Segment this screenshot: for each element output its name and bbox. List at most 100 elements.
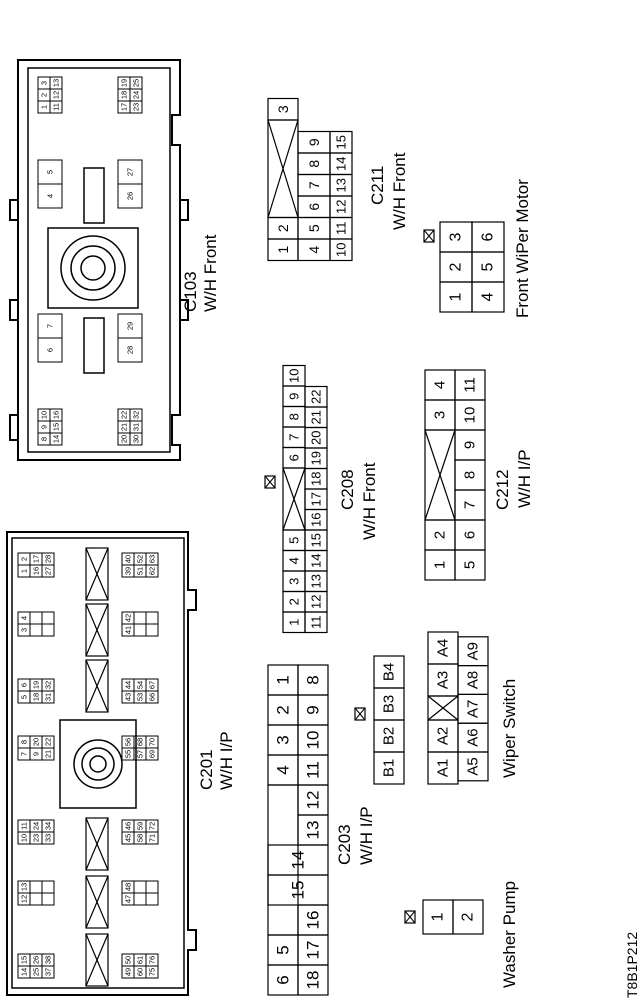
pin-label: 31 (132, 423, 141, 431)
cavity (29, 611, 43, 625)
cavity (49, 76, 63, 90)
cavity (29, 892, 43, 906)
pin-label: 71 (148, 834, 157, 842)
pin-label: 10 (304, 731, 323, 750)
locking-tab (404, 910, 416, 924)
blank-cavity (85, 933, 109, 987)
cavity (145, 880, 159, 894)
pin-label: A3 (435, 671, 452, 689)
pin-label: 15 (334, 135, 349, 149)
c201-location: W/H I/P (217, 731, 236, 790)
pin-label: 24 (32, 822, 41, 830)
pin-label: 11 (309, 616, 324, 630)
pin-label: 9 (306, 138, 322, 146)
pin-label: 50 (124, 956, 133, 964)
cavity (129, 408, 143, 422)
pin-label: 51 (136, 567, 145, 575)
pin-label: 39 (124, 567, 133, 575)
cavity (41, 735, 55, 749)
cavity (452, 899, 484, 935)
c201-housing (6, 531, 197, 996)
cavity (145, 735, 159, 749)
cavity (133, 892, 147, 906)
pin-label: 4 (20, 616, 29, 620)
pin-label: 8 (40, 437, 49, 441)
c212-code: C212 (493, 469, 512, 510)
cavity (29, 880, 43, 894)
blank-cavity (85, 603, 109, 657)
cavity (41, 552, 55, 566)
blank-mark (282, 467, 306, 531)
pin-label: 72 (148, 822, 157, 830)
pin-label: 28 (44, 555, 53, 563)
pin-label: 63 (148, 555, 157, 563)
pin-label: 75 (148, 968, 157, 976)
pin-label: 6 (306, 203, 322, 211)
cavity (145, 552, 159, 566)
pin-label: 18 (309, 472, 324, 486)
pin-label: 76 (148, 956, 157, 964)
pin-label: 31 (44, 693, 53, 701)
pin-label: 49 (124, 968, 133, 976)
pin-label: 56 (124, 738, 133, 746)
pin-label: 4 (287, 557, 302, 564)
pin-label: 2 (432, 531, 449, 539)
pin-label: 11 (462, 377, 479, 393)
cavity (133, 623, 147, 637)
pin-label: 9 (32, 752, 41, 756)
cavity (297, 964, 329, 996)
pin-label: 70 (148, 738, 157, 746)
pin-label: 3 (432, 411, 449, 419)
pin-label: 22 (44, 738, 53, 746)
cavity (49, 408, 63, 422)
blank-cavity (85, 659, 109, 713)
pin-label: 32 (132, 411, 141, 419)
pin-label: 3 (40, 81, 49, 85)
pin-label: 21 (44, 750, 53, 758)
pin-label: 29 (126, 322, 135, 330)
pin-label: 68 (136, 738, 145, 746)
cavity (145, 953, 159, 967)
pin-label: 2 (448, 262, 465, 271)
pin-label: A9 (465, 642, 482, 660)
cavity (471, 221, 505, 253)
c212-location: W/H I/P (515, 449, 534, 508)
pin-label: 69 (148, 750, 157, 758)
pin-label: 15 (52, 423, 61, 431)
blank-mark (85, 875, 109, 929)
pin-label: A2 (435, 727, 452, 745)
pin-label: 3 (274, 735, 293, 744)
pin-label: 10 (20, 834, 29, 842)
pin-label: 62 (148, 567, 157, 575)
pin-label: 54 (136, 681, 145, 689)
pin-label: 17 (32, 555, 41, 563)
blank-cavity (85, 817, 109, 871)
pin-label: 19 (309, 451, 324, 465)
pin-label: 6 (274, 975, 293, 984)
pin-label: 25 (132, 79, 141, 87)
pin-label: 9 (462, 441, 479, 449)
pin-label: 2 (40, 93, 49, 97)
cavity (457, 636, 489, 667)
pin-label: 5 (20, 695, 29, 699)
pin-label: 9 (287, 393, 302, 400)
pin-label: 52 (136, 555, 145, 563)
pin-label: 18 (32, 693, 41, 701)
pin-label: 16 (304, 911, 323, 930)
cavity (133, 611, 147, 625)
pin-label: 5 (462, 561, 479, 569)
pin-label: 12 (304, 791, 323, 810)
pin-label: 1 (274, 675, 293, 684)
pin-label: 18 (120, 91, 129, 99)
pin-label: 10 (462, 407, 479, 424)
pin-label: 2 (287, 598, 302, 605)
c103-lock-ring (60, 235, 126, 301)
c103-center-boss (47, 227, 139, 309)
pin-label: 43 (124, 693, 133, 701)
cavity (41, 611, 55, 625)
c103-housing (9, 59, 181, 461)
c201-lock-ring-inner (81, 747, 115, 781)
pin-label: B2 (381, 727, 398, 745)
